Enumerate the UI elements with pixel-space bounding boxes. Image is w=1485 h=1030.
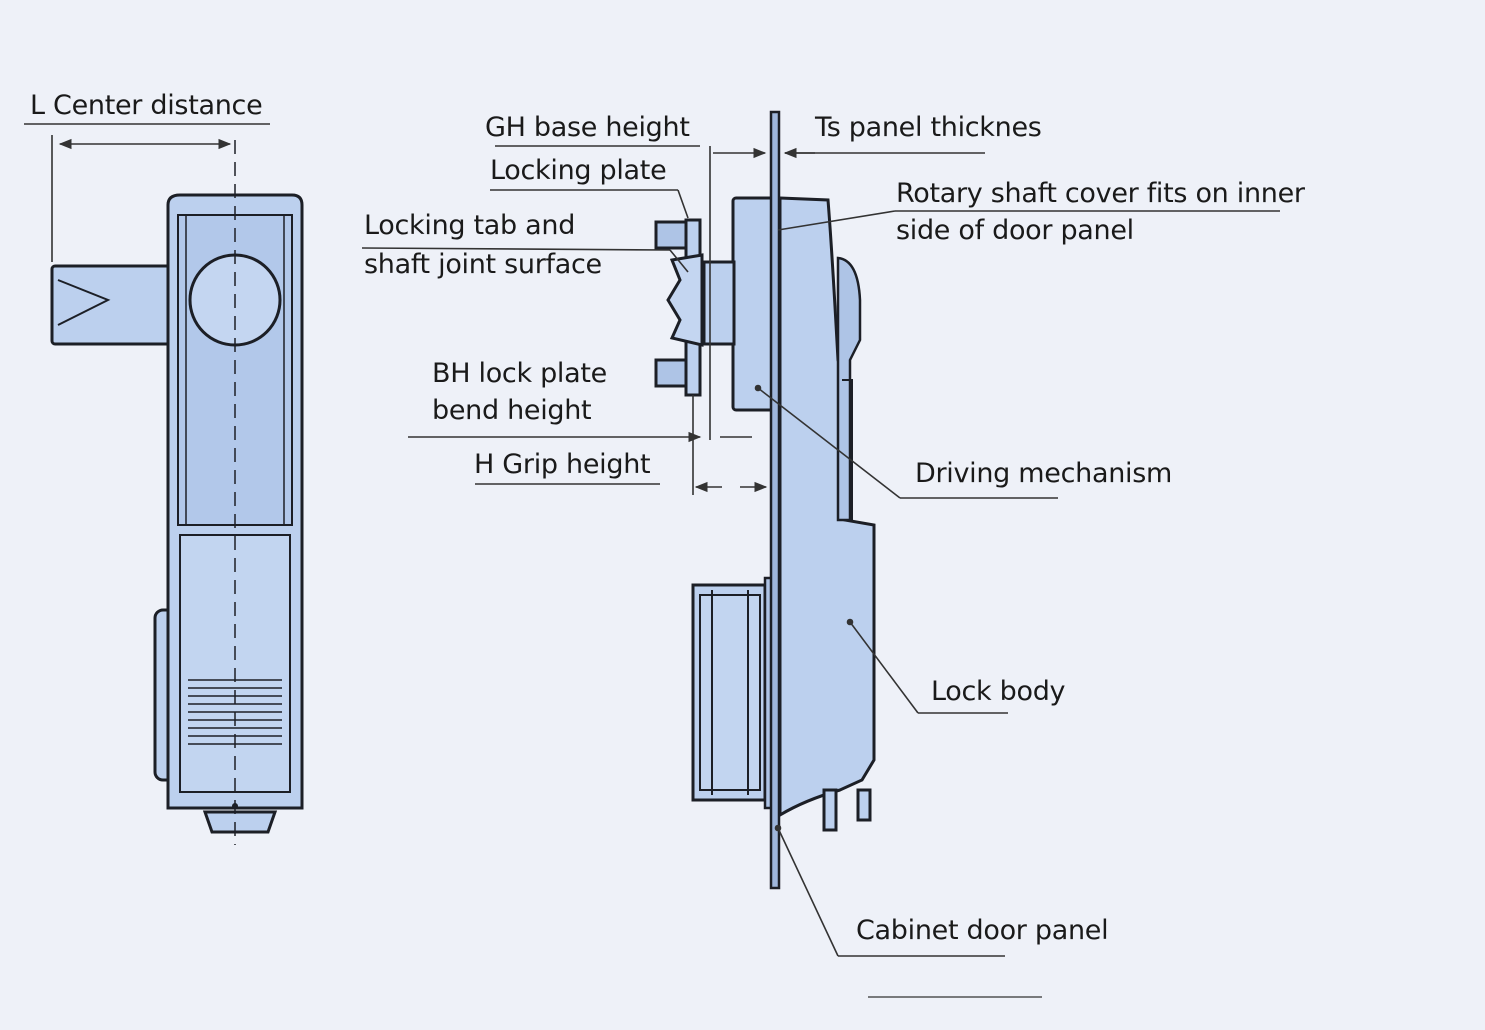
side-view bbox=[654, 110, 876, 890]
front-view-grip-tab bbox=[50, 264, 172, 346]
leader-lines bbox=[361, 189, 1280, 998]
center-distance-dimension bbox=[24, 123, 270, 262]
driving-mechanism-label: Driving mechanism bbox=[915, 458, 1173, 489]
cabinet-door-panel-label: Cabinet door panel bbox=[856, 915, 1109, 946]
rotary-cover-label-line1: Rotary shaft cover fits on inner bbox=[896, 178, 1305, 209]
cabinet-door-panel-plate bbox=[769, 110, 781, 890]
side-view-shaft bbox=[702, 260, 736, 346]
bh-label-line1: BH lock plate bbox=[432, 358, 607, 389]
rotary-cover-label-line2: side of door panel bbox=[896, 215, 1134, 246]
grip-height-label: H Grip height bbox=[474, 449, 651, 480]
front-view-bottom-cap bbox=[202, 810, 278, 834]
lock-body-label: Lock body bbox=[931, 676, 1066, 707]
center-distance-label: L Center distance bbox=[30, 90, 263, 121]
side-view-dimensions bbox=[408, 145, 985, 495]
bh-label-line2: bend height bbox=[432, 395, 592, 426]
front-view bbox=[50, 140, 304, 845]
ts-panel-thickness-label: Ts panel thicknes bbox=[815, 112, 1042, 143]
locking-tab-label-line1: Locking tab and bbox=[364, 210, 576, 241]
locking-tab bbox=[666, 253, 704, 347]
locking-tab-label-line2: shaft joint surface bbox=[364, 249, 602, 280]
gh-base-height-label: GH base height bbox=[485, 112, 690, 143]
side-view-bottom-leg bbox=[822, 788, 838, 832]
locking-plate-label: Locking plate bbox=[490, 155, 667, 186]
